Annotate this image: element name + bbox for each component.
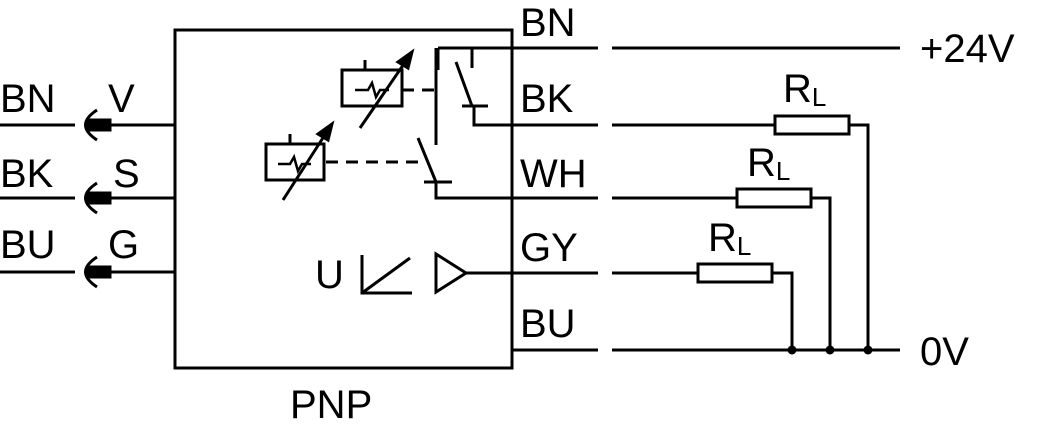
terminal-bu bbox=[598, 343, 612, 357]
terminal-label-bu: BU bbox=[520, 302, 576, 346]
amplifier-triangle bbox=[434, 251, 469, 295]
junction-dot bbox=[863, 345, 873, 355]
pin-g-contact bbox=[86, 265, 112, 279]
supply-positive-label: +24V bbox=[920, 27, 1015, 71]
adjust-arrowhead-2 bbox=[315, 120, 335, 143]
terminal-bk bbox=[598, 118, 612, 132]
switch-2-blade bbox=[416, 137, 438, 183]
left-wire-label-3: BU bbox=[0, 223, 56, 267]
left-pin-label-3: G bbox=[108, 223, 139, 267]
supply-ground-label: 0V bbox=[920, 330, 969, 374]
load-2-return bbox=[811, 196, 832, 350]
left-pin-label-1: V bbox=[108, 77, 135, 121]
terminal-label-bk: BK bbox=[520, 77, 574, 121]
load-resistor-1 bbox=[773, 114, 851, 136]
ground-junctions bbox=[787, 345, 873, 355]
sensor-element-2-trace bbox=[278, 153, 311, 175]
adjust-arrow-2 bbox=[281, 129, 330, 201]
switch-1-output-wire bbox=[472, 106, 512, 127]
junction-dot bbox=[787, 345, 797, 355]
left-wire-label-1: BN bbox=[0, 77, 56, 121]
left-wire-label-2: BK bbox=[0, 152, 54, 196]
analog-output bbox=[360, 251, 512, 295]
load-1-return bbox=[849, 123, 870, 350]
pin-v-contact bbox=[86, 118, 112, 132]
device-type-label: PNP bbox=[290, 383, 372, 427]
terminal-wh bbox=[598, 191, 612, 205]
terminal-label-wh: WH bbox=[520, 152, 587, 196]
load-label-3: RL bbox=[708, 216, 751, 261]
load-resistor-3 bbox=[696, 262, 774, 284]
left-pin-label-2: S bbox=[113, 152, 140, 196]
ramp-line bbox=[361, 256, 411, 295]
sensor-element-1-trace bbox=[355, 79, 389, 101]
pin-s-contact bbox=[86, 191, 112, 205]
right-wiring bbox=[512, 46, 900, 352]
terminal-rings bbox=[598, 41, 612, 357]
terminal-label-bn: BN bbox=[520, 1, 576, 45]
switch-channel-2 bbox=[264, 48, 512, 201]
adjust-arrowhead-1 bbox=[395, 48, 415, 71]
switch-1-blade bbox=[454, 61, 474, 107]
junction-dot bbox=[825, 345, 835, 355]
terminal-gy bbox=[598, 266, 612, 280]
sensor-element-1 bbox=[340, 68, 404, 108]
terminal-bn bbox=[598, 41, 612, 55]
switch-2-output-wire bbox=[434, 182, 512, 200]
load-3-return bbox=[772, 271, 794, 350]
load-label-1: RL bbox=[783, 67, 826, 112]
load-label-2: RL bbox=[747, 141, 790, 186]
left-connector bbox=[0, 108, 175, 289]
analog-label: U bbox=[315, 253, 344, 297]
load-resistor-2 bbox=[735, 187, 813, 209]
terminal-label-gy: GY bbox=[520, 226, 578, 270]
adjust-arrow-1 bbox=[358, 57, 410, 129]
switch-channel-1 bbox=[340, 46, 512, 129]
